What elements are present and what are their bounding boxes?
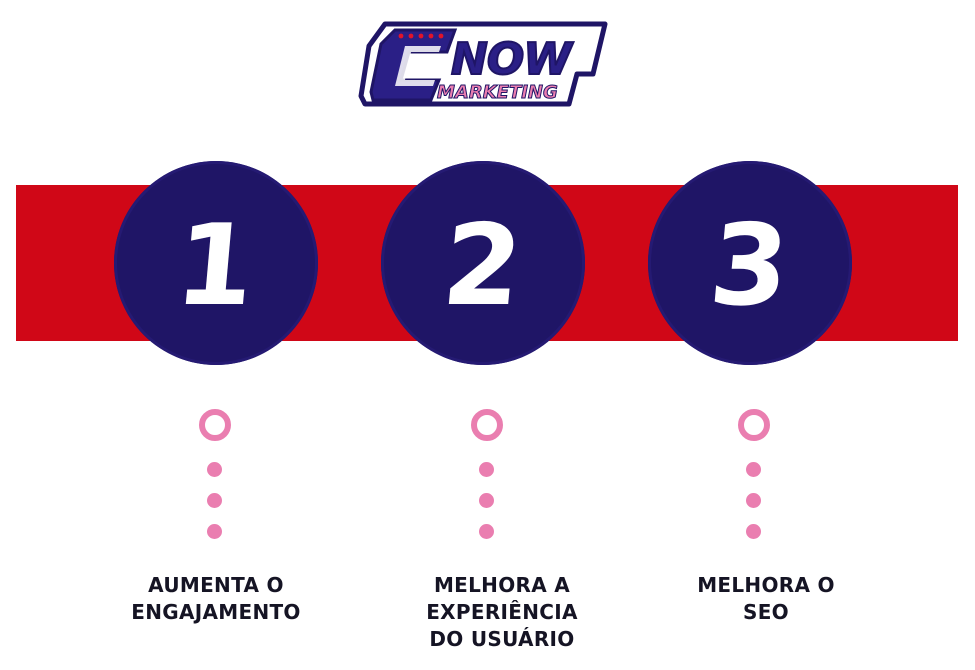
step-1-label-line: AUMENTA O	[148, 573, 284, 597]
step-3-dot-icon	[746, 462, 761, 477]
step-3-circle: 3	[648, 161, 852, 365]
logo-main-text: NOW	[451, 34, 574, 85]
step-2-label-line: MELHORA A	[433, 573, 571, 597]
step-2-number: 2	[437, 201, 529, 331]
step-1-label: AUMENTA O ENGAJAMENTO	[106, 572, 326, 626]
step-1-circle: 1	[114, 161, 318, 365]
step-2-label-line: DO USUÁRIO	[429, 627, 575, 651]
step-1-dot-icon	[207, 493, 222, 508]
step-2-label: MELHORA A EXPERIÊNCIA DO USUÁRIO	[392, 572, 612, 653]
step-3-label-line: MELHORA O	[697, 573, 835, 597]
step-2-label-line: EXPERIÊNCIA	[426, 600, 578, 624]
step-1-dot-icon	[207, 524, 222, 539]
step-3-ring-icon	[738, 409, 770, 441]
step-1-dot-icon	[207, 462, 222, 477]
step-3-label: MELHORA O SEO	[656, 572, 876, 626]
step-2-dot-icon	[479, 493, 494, 508]
step-1-label-line: ENGAJAMENTO	[131, 600, 301, 624]
step-3-number: 3	[704, 201, 796, 331]
logo-sub-text: MARKETING	[437, 82, 558, 103]
step-1-ring-icon	[199, 409, 231, 441]
step-3-dot-icon	[746, 493, 761, 508]
step-3-dot-icon	[746, 524, 761, 539]
step-2-dot-icon	[479, 524, 494, 539]
step-2-circle: 2	[381, 161, 585, 365]
step-1-number: 1	[170, 201, 262, 331]
step-2-ring-icon	[471, 409, 503, 441]
step-3-label-line: SEO	[743, 600, 789, 624]
cnow-marketing-logo: NOW MARKETING	[358, 21, 608, 107]
step-2-dot-icon	[479, 462, 494, 477]
